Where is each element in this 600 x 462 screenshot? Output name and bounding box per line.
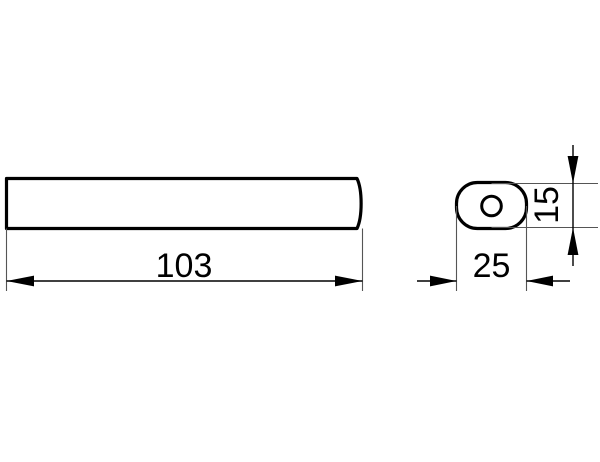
end-view-group bbox=[454, 180, 529, 231]
width-extension-lines bbox=[455, 206, 528, 291]
height-arrow-top bbox=[567, 156, 579, 184]
width-dimension: 25 bbox=[417, 247, 570, 287]
width-arrow-right bbox=[526, 275, 553, 287]
height-arrow-bottom bbox=[567, 227, 579, 255]
height-dimension: 15 bbox=[528, 145, 579, 266]
height-extension-lines bbox=[491, 182, 598, 229]
side-view-group bbox=[4, 176, 363, 231]
length-dimension: 103 bbox=[6, 247, 363, 287]
width-dimension-label: 25 bbox=[473, 247, 511, 285]
side-view-bar-outline bbox=[4, 176, 363, 231]
width-arrow-left bbox=[430, 275, 457, 287]
length-arrow-right bbox=[335, 275, 363, 287]
end-view-center-hole bbox=[480, 194, 503, 218]
length-dimension-label: 103 bbox=[156, 247, 213, 285]
length-arrow-left bbox=[6, 275, 34, 287]
height-dimension-label: 15 bbox=[528, 186, 566, 224]
